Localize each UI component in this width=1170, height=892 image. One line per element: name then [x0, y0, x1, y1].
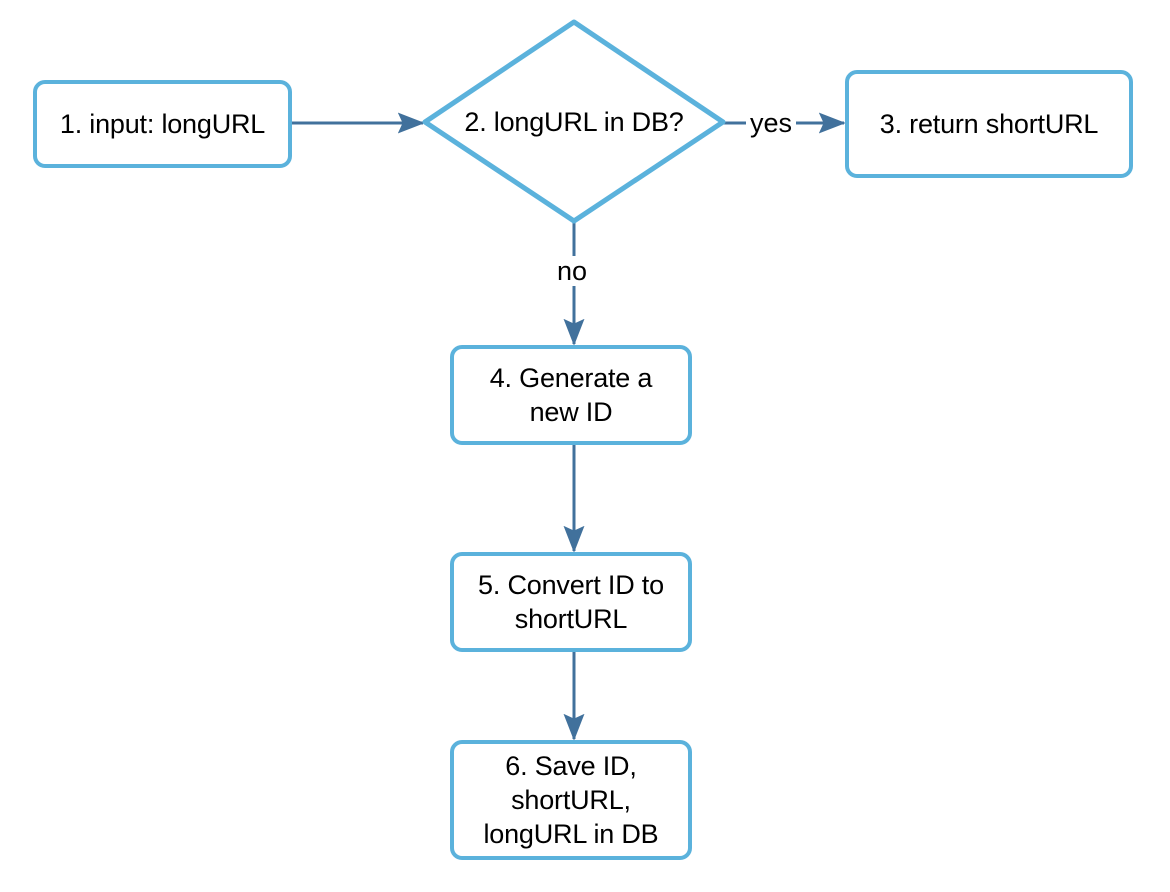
node-return-shorturl[interactable]: 3. return shortURL	[845, 70, 1133, 178]
decision-diamond-shape	[422, 19, 726, 224]
node-decision-longurl-in-db-label: 2. longURL in DB?	[464, 107, 684, 137]
node-generate-new-id-label: 4. Generate a new ID	[490, 361, 653, 429]
node-convert-id-to-shorturl[interactable]: 5. Convert ID to shortURL	[450, 552, 692, 652]
node-input-longurl-label: 1. input: longURL	[59, 109, 266, 139]
node-save-to-db-label: 6. Save ID, shortURL, longURL in DB	[484, 749, 659, 851]
node-save-to-db-line-2: shortURL,	[511, 785, 631, 815]
node-convert-id-to-shorturl-line-2: shortURL	[514, 604, 628, 634]
edge-label-yes: yes	[746, 108, 797, 138]
node-save-to-db[interactable]: 6. Save ID, shortURL, longURL in DB	[450, 740, 692, 860]
edge-label-no: no	[553, 256, 592, 286]
node-save-to-db-line-3: longURL in DB	[483, 819, 659, 849]
node-input-longurl[interactable]: 1. input: longURL	[33, 80, 292, 168]
node-return-shorturl-label: 3. return shortURL	[879, 109, 1099, 139]
node-generate-new-id[interactable]: 4. Generate a new ID	[450, 345, 692, 445]
node-convert-id-to-shorturl-line-1: 5. Convert ID to	[478, 570, 664, 600]
node-generate-new-id-line-1: 4. Generate a	[489, 363, 653, 393]
node-generate-new-id-line-2: new ID	[529, 397, 613, 427]
node-decision-longurl-in-db[interactable]: 2. longURL in DB?	[424, 22, 724, 222]
node-convert-id-to-shorturl-label: 5. Convert ID to shortURL	[478, 568, 664, 636]
node-save-to-db-line-1: 6. Save ID,	[505, 751, 637, 781]
